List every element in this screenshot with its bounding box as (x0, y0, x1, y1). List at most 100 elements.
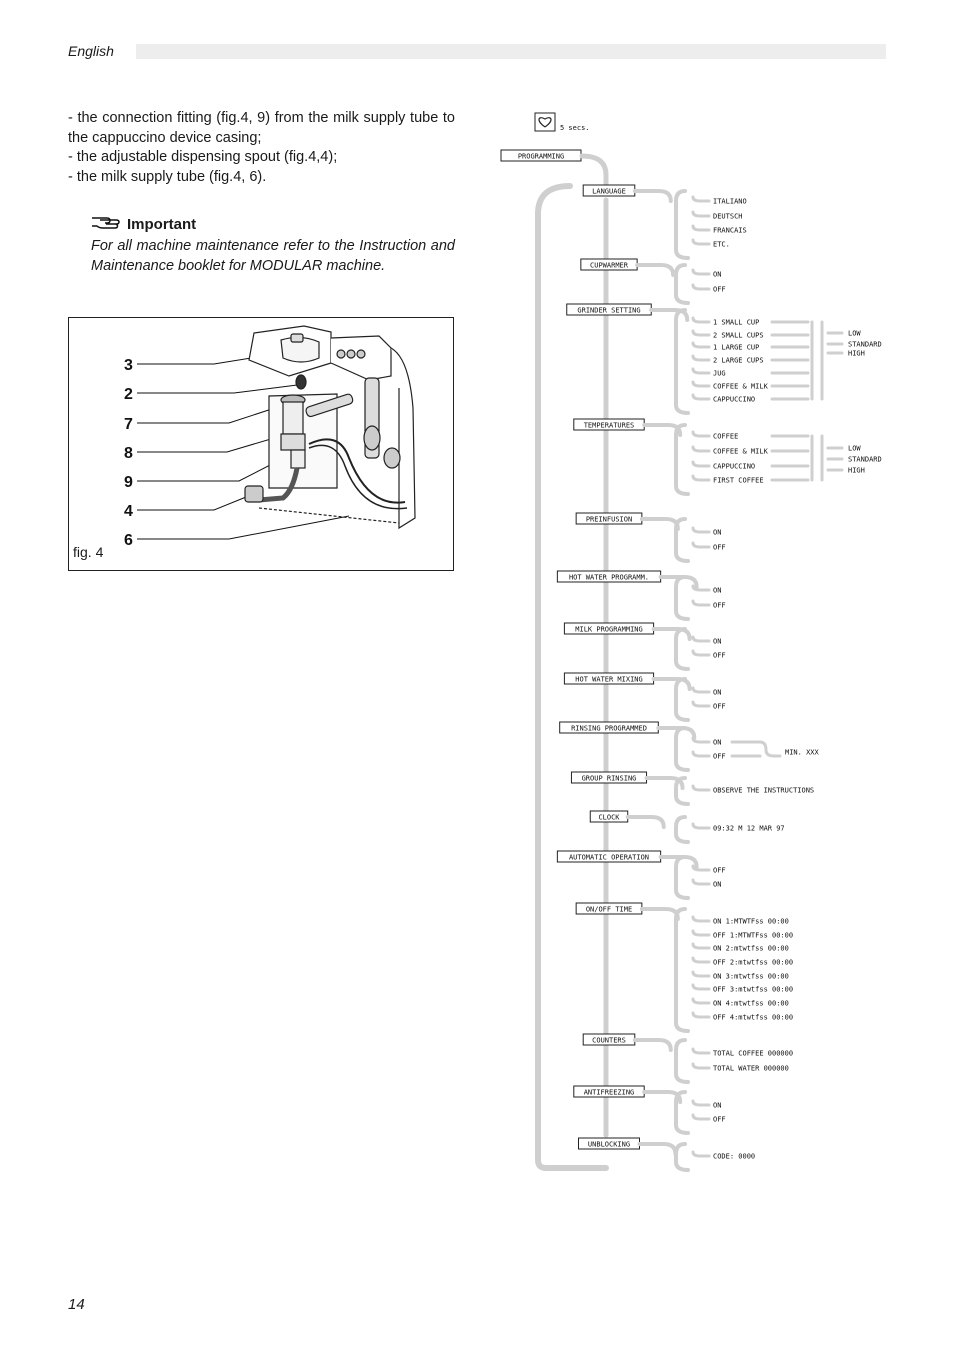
menu-box-11-label: AUTOMATIC OPERATION (569, 854, 649, 862)
callout-label: 8 (124, 445, 133, 462)
callout-label: 6 (124, 532, 133, 549)
menu-option: ON (713, 1102, 721, 1110)
connector-line (691, 736, 711, 744)
callout-label: 3 (124, 357, 133, 374)
connector-line (691, 393, 711, 401)
connector-line (691, 878, 711, 886)
menu-option: ON (713, 271, 721, 279)
important-title: Important (127, 215, 197, 233)
connector-line (691, 445, 711, 453)
connector-line (535, 183, 609, 1171)
menu-option: ON 2:mtwtfss 00:00 (713, 945, 789, 953)
connector-line (691, 599, 711, 607)
connector-line (674, 627, 690, 671)
sub-option: STANDARD (848, 341, 882, 349)
pointing-hand-icon (91, 214, 123, 234)
menu-option: ON 4:mtwtfss 00:00 (713, 1000, 789, 1008)
connector-line (691, 1099, 711, 1107)
menu-box-12-label: ON/OFF TIME (586, 906, 632, 914)
connector-line (651, 677, 692, 691)
menu-box-15-label: UNBLOCKING (588, 1141, 630, 1149)
connector-line (691, 367, 711, 375)
menu-option: TOTAL COFFEE 000000 (713, 1050, 793, 1058)
connector-line (674, 677, 690, 722)
connector-line (691, 997, 711, 1005)
header-bar (136, 44, 886, 59)
connector-line (674, 776, 690, 806)
menu-option: ON 3:mtwtfss 00:00 (713, 973, 789, 981)
connector-line (691, 224, 711, 232)
menu-option: ON (713, 739, 721, 747)
connector-line (674, 1142, 690, 1172)
connector-line (691, 1062, 711, 1070)
connector-line (691, 915, 711, 923)
heart-icon (538, 117, 552, 128)
callout-label: 4 (124, 503, 133, 520)
menu-option: JUG (713, 370, 726, 378)
connector-line (632, 1038, 673, 1052)
menu-box-3-label: TEMPERATURES (584, 422, 635, 430)
menu-option: ITALIANO (713, 198, 747, 206)
connector-line (674, 815, 690, 844)
connector-line (691, 354, 711, 362)
sub-option: HIGH (848, 350, 865, 358)
connector-line (691, 210, 711, 218)
connector-line (691, 1011, 711, 1019)
connector-line (691, 750, 711, 758)
connector-line (691, 474, 711, 482)
menu-option: ETC. (713, 241, 730, 249)
menu-option: DEUTSCH (713, 213, 743, 221)
menu-box-5-label: HOT WATER PROGRAMM. (569, 574, 649, 582)
connector-line (691, 686, 711, 694)
menu-box-2-label: GRINDER SETTING (577, 307, 640, 315)
connector-line (691, 195, 711, 203)
menu-option: OFF (713, 286, 726, 294)
bullet-item: - the connection fitting (fig.4, 9) from… (68, 110, 455, 146)
connector-line (691, 929, 711, 937)
connector-line (691, 268, 711, 276)
sub-option: LOW (848, 445, 861, 453)
connector-line (674, 189, 690, 260)
connector-line (691, 430, 711, 438)
menu-box-8-label: RINSING PROGRAMMED (571, 725, 647, 733)
menu-option: CODE: 0000 (713, 1153, 755, 1161)
figure-4: 3 2 7 8 9 4 6 (68, 317, 454, 571)
button-icon (534, 112, 556, 132)
root-box-label: PROGRAMMING (518, 153, 564, 161)
connector-line (691, 460, 711, 468)
programming-flowchart: 5 secs.PROGRAMMINGLANGUAGEITALIANODEUTSC… (500, 112, 882, 1172)
connector-line (674, 907, 690, 1033)
start-delay-label: 5 secs. (560, 124, 590, 132)
connector-line (674, 575, 690, 621)
important-heading: Important (91, 214, 455, 234)
figure-drawing: 3 2 7 8 9 4 6 (124, 325, 416, 549)
menu-option: OFF 1:MTWTFss 00:00 (713, 932, 793, 940)
connector-line (691, 956, 711, 964)
connector-line (691, 635, 711, 643)
menu-option: 2 LARGE CUPS (713, 357, 764, 365)
menu-option: COFFEE & MILK (713, 448, 769, 456)
sub-option: LOW (848, 330, 861, 338)
connector-line (691, 283, 711, 291)
connector-line (691, 942, 711, 950)
connector-line (632, 189, 673, 203)
menu-box-1-label: CUPWARMER (590, 262, 629, 270)
menu-option: OFF 2:mtwtfss 00:00 (713, 959, 793, 967)
connector-line (651, 627, 692, 641)
connector-line (691, 1150, 711, 1158)
connector-line (674, 308, 690, 415)
bullet-item: - the adjustable dispensing spout (fig.4… (68, 149, 338, 166)
connector-line (579, 153, 609, 189)
callout-label: 9 (124, 474, 133, 491)
menu-option: OFF (713, 602, 726, 610)
header-language: English (68, 43, 114, 59)
connector-line (730, 740, 782, 758)
menu-option: 2 SMALL CUPS (713, 332, 764, 340)
connector-line (691, 238, 711, 246)
connector-line (691, 341, 711, 349)
menu-option: TOTAL WATER 000000 (713, 1065, 789, 1073)
menu-option: 09:32 M 12 MAR 97 (713, 825, 785, 833)
menu-option: OFF (713, 753, 726, 761)
menu-option: OFF 4:mtwtfss 00:00 (713, 1014, 793, 1022)
sub-option: MIN. XXX (785, 749, 820, 757)
